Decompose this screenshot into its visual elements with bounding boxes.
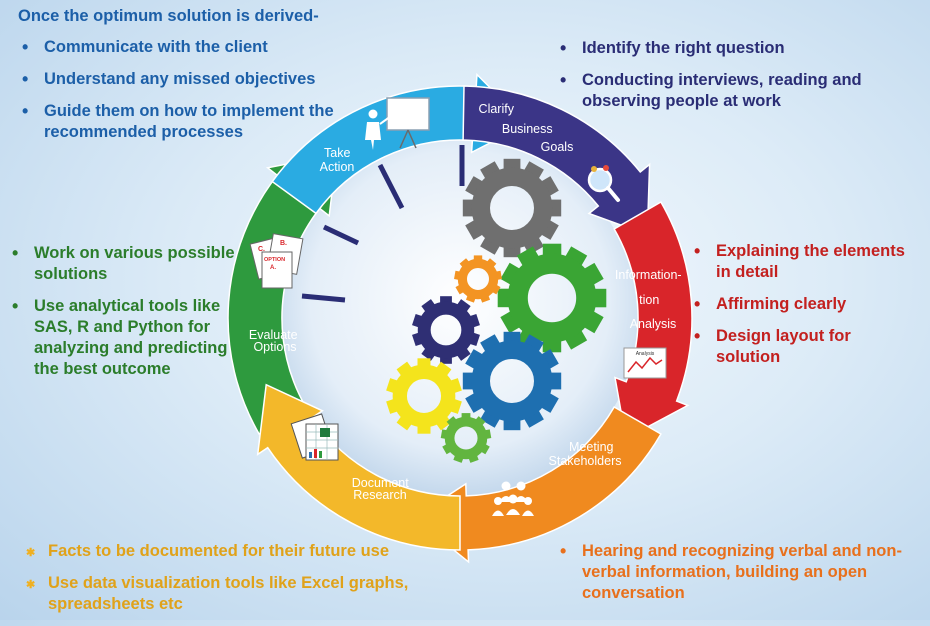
tick-marks xyxy=(301,145,465,303)
list-item: Affirming clearly xyxy=(690,294,905,315)
svg-text:OPTION: OPTION xyxy=(264,257,285,263)
meeting-stakeholders-label: Meeting Stakeholders xyxy=(549,440,622,468)
list-item: Design layout for solution xyxy=(690,326,905,368)
evaluate-options-arrow xyxy=(227,153,338,436)
list-item: Work on various possible solutions xyxy=(8,243,253,285)
magnifier-icon xyxy=(587,165,620,202)
evaluate-options-label: Evaluate Options xyxy=(249,328,301,354)
green-gear xyxy=(497,243,607,353)
list-item: Communicate with the client xyxy=(18,37,358,58)
mid-right-block: Explaining the elements in detail Affirm… xyxy=(690,241,905,379)
information-analysis-label: Information- tion Analysis xyxy=(615,268,685,331)
list-item: Guide them on how to implement the recom… xyxy=(18,101,358,143)
options-documents-icon: C. B. OPTION A. xyxy=(249,233,304,289)
list-item: Identify the right question xyxy=(556,38,886,59)
blue-gear xyxy=(462,331,562,431)
svg-text:C.: C. xyxy=(258,246,265,253)
svg-text:Analysis: Analysis xyxy=(636,351,655,357)
information-analysis-arrow xyxy=(613,200,693,440)
spreadsheet-icon xyxy=(290,413,339,461)
document-research-label: Document Research xyxy=(352,476,412,502)
bottom-right-block: Hearing and recognizing verbal and non-v… xyxy=(556,541,916,615)
analysis-chart-icon: Analysis xyxy=(623,347,667,379)
gray-gear xyxy=(462,158,562,258)
list-item: Facts to be documented for their future … xyxy=(22,541,452,564)
svg-text:B.: B. xyxy=(280,240,287,247)
list-item: Explaining the elements in detail xyxy=(690,241,905,283)
clarify-goals-label: Clarify Business Goals xyxy=(479,102,574,154)
yellow-gear xyxy=(386,358,462,434)
top-left-heading: Once the optimum solution is derived- xyxy=(18,7,319,25)
meeting-stakeholders-arrow xyxy=(412,405,662,564)
list-item: Use analytical tools like SAS, R and Pyt… xyxy=(8,296,253,380)
people-meeting-icon xyxy=(492,481,534,516)
take-action-label: Take Action xyxy=(320,146,355,174)
list-item: Use data visualization tools like Excel … xyxy=(22,573,452,615)
cycle-arcs xyxy=(227,72,693,564)
top-right-block: Identify the right question Conducting i… xyxy=(556,38,886,123)
list-item: Understand any missed objectives xyxy=(18,69,358,90)
mid-left-block: Work on various possible solutions Use a… xyxy=(8,243,253,391)
bottom-left-block: Facts to be documented for their future … xyxy=(22,541,452,626)
light-green-gear xyxy=(440,413,492,463)
presentation-board-icon xyxy=(365,97,430,150)
clarify-goals-arrow xyxy=(462,85,651,236)
list-item: Hearing and recognizing verbal and non-v… xyxy=(556,541,916,604)
top-left-block: Once the optimum solution is derived- Co… xyxy=(18,6,358,154)
orange-gear xyxy=(454,255,502,303)
navy-gear xyxy=(412,296,480,364)
svg-text:A.: A. xyxy=(270,265,276,271)
gears xyxy=(386,158,607,463)
list-item: Conducting interviews, reading and obser… xyxy=(556,70,886,112)
